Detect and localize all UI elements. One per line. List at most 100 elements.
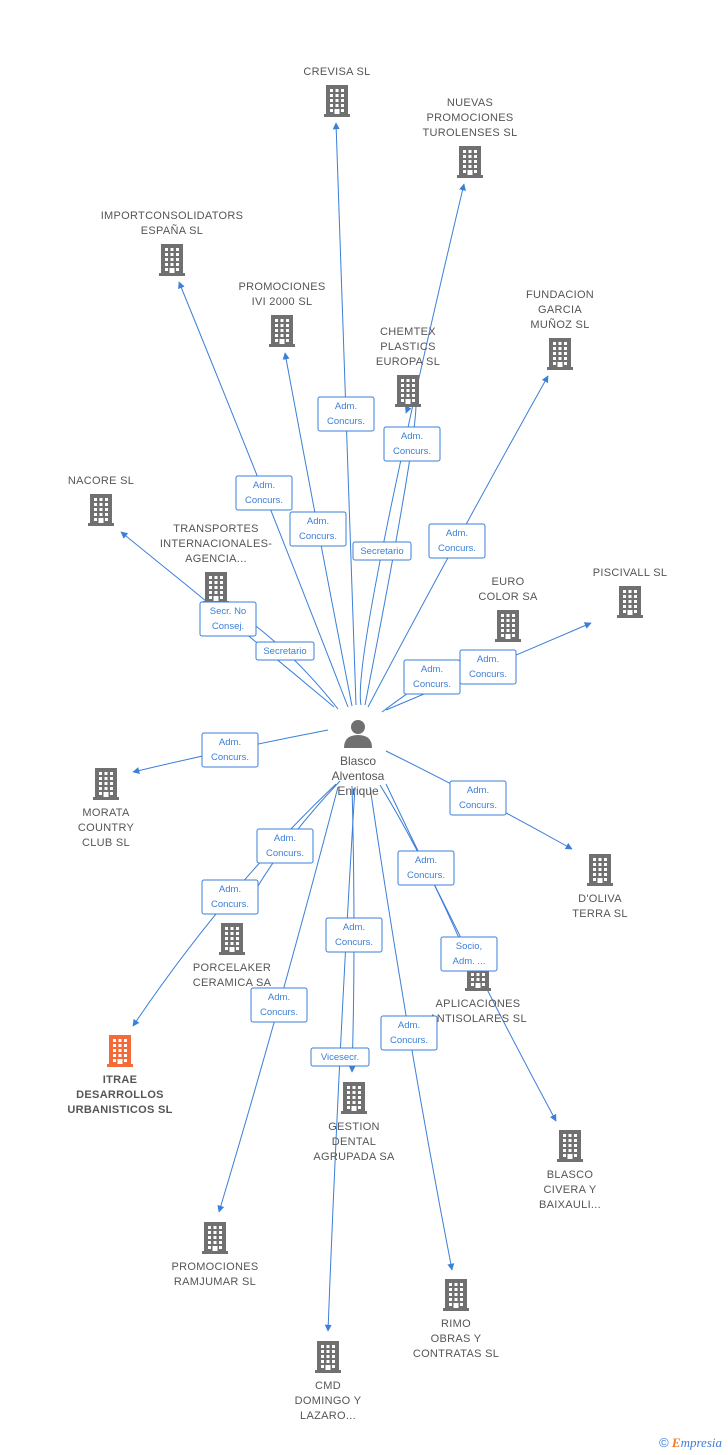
edge-label-nuevas[interactable]: Secretario (352, 541, 412, 561)
edge-label-blascocivera[interactable]: Socio,Adm. ... (440, 936, 498, 972)
edge-label-text: Adm. (253, 480, 275, 491)
company-node-nacore[interactable]: NACORE SL (68, 475, 134, 526)
edge-label-porcelaker[interactable]: Adm.Concurs. (256, 828, 314, 864)
building-icon[interactable] (107, 1035, 133, 1067)
building-icon[interactable] (443, 1279, 469, 1311)
company-name: OBRAS Y (431, 1333, 482, 1345)
company-name: RIMO (441, 1318, 471, 1330)
company-name: URBANISTICOS SL (67, 1104, 172, 1116)
company-node-piscivall[interactable]: PISCIVALL SL (593, 567, 668, 618)
edge-label-text: Concurs. (469, 669, 507, 680)
company-name: EUROPA SL (376, 356, 440, 368)
company-name: DESARROLLOS (76, 1089, 164, 1101)
edge-label-morata[interactable]: Adm. Concurs. (201, 732, 259, 768)
building-icon[interactable] (395, 375, 421, 407)
edge-label-cmd[interactable]: Vicesecr. (310, 1047, 370, 1067)
edge-label-eurocolor[interactable]: Adm. Concurs. (403, 659, 461, 695)
edge-label-chemtex[interactable]: Adm.Concurs. (383, 426, 441, 462)
building-icon[interactable] (495, 610, 521, 642)
building-icon[interactable] (557, 1130, 583, 1162)
building-icon[interactable] (617, 586, 643, 618)
edge-labels-layer: Adm.Concurs.SecretarioAdm.Concurs.Adm.Co… (199, 396, 517, 1067)
edge-label-transportes[interactable]: Secretario (255, 641, 315, 661)
edge-label-text: Adm. (477, 654, 499, 665)
building-icon[interactable] (203, 572, 229, 604)
edge-label-piscivall[interactable]: Adm. Concurs. (459, 649, 517, 685)
edge-label-aplicaciones[interactable]: Adm.Concurs. (397, 850, 455, 886)
edge-label-itrae[interactable]: Adm.Concurs. (201, 879, 259, 915)
edge-label-text: Concurs. (459, 800, 497, 811)
edge-label-text: Concurs. (266, 848, 304, 859)
edge-label-fundacion[interactable]: Adm.Concurs. (428, 523, 486, 559)
edge-label-text: Adm. (398, 1020, 420, 1031)
building-icon[interactable] (269, 315, 295, 347)
edge-label-text: Adm. (219, 737, 241, 748)
edge-label-text: Concurs. (413, 679, 451, 690)
building-icon[interactable] (547, 338, 573, 370)
building-icon[interactable] (341, 1082, 367, 1114)
building-icon[interactable] (88, 494, 114, 526)
company-name: PISCIVALL SL (593, 567, 668, 579)
company-name: IMPORTCONSOLIDATORS (101, 210, 244, 222)
building-icon[interactable] (159, 244, 185, 276)
edge-label-ramjumar[interactable]: Adm.Concurs. (250, 987, 308, 1023)
edge-label-ivi2000[interactable]: Adm.Concurs. (289, 511, 347, 547)
brand-initial: E (671, 1435, 681, 1450)
building-icon[interactable] (202, 1222, 228, 1254)
person-icon[interactable] (344, 720, 372, 748)
company-name: MUÑOZ SL (530, 318, 589, 331)
company-name: INTERNACIONALES- (160, 538, 272, 550)
edge-label-text: Concurs. (299, 531, 337, 542)
building-icon[interactable] (93, 768, 119, 800)
company-node-itrae[interactable]: ITRAE DESARROLLOS URBANISTICOS SL (67, 1035, 172, 1116)
edge-label-crevisa[interactable]: Adm.Concurs. (317, 396, 375, 432)
company-node-transportes[interactable]: TRANSPORTESINTERNACIONALES-AGENCIA... (160, 523, 272, 604)
edge-label-rimo[interactable]: Adm.Concurs. (380, 1015, 438, 1051)
building-icon[interactable] (219, 923, 245, 955)
building-icon[interactable] (324, 85, 350, 117)
building-icon[interactable] (315, 1341, 341, 1373)
company-name: D'OLIVA (578, 893, 622, 905)
edge-label-doliva[interactable]: Adm.Concurs. (449, 780, 507, 816)
company-name: AGRUPADA SA (313, 1151, 395, 1163)
company-node-rimo[interactable]: RIMO OBRAS Y CONTRATAS SL (413, 1279, 499, 1360)
company-name: EURO (492, 576, 525, 588)
edge-label-importconsolidators[interactable]: Adm.Concurs. (235, 475, 293, 511)
footer-brand[interactable]: © Empresia (659, 1435, 722, 1451)
company-node-crevisa[interactable]: CREVISA SL (303, 66, 370, 117)
building-icon[interactable] (587, 854, 613, 886)
building-icon[interactable] (457, 146, 483, 178)
edge-label-text: Secretario (263, 646, 306, 657)
edge-label-text: Adm. (421, 664, 443, 675)
edge-label-text: Adm. ... (453, 956, 486, 967)
company-name: ITRAE (103, 1074, 138, 1086)
company-name: PROMOCIONES (171, 1261, 258, 1273)
company-name: TUROLENSES SL (423, 127, 518, 139)
company-name: CONTRATAS SL (413, 1348, 499, 1360)
edge-label-text: Adm. (335, 401, 357, 412)
edge-label-text: Secretario (360, 546, 403, 557)
company-name: CERAMICA SA (193, 977, 272, 989)
company-name: APLICACIONES (436, 998, 521, 1010)
edge-label-text: Concurs. (211, 752, 249, 763)
company-name: NUEVAS (447, 97, 493, 109)
edge-label-gestion[interactable]: Adm.Concurs. (325, 917, 383, 953)
company-name: GARCIA (538, 304, 582, 316)
edge-label-text: Secr. No (210, 606, 246, 617)
